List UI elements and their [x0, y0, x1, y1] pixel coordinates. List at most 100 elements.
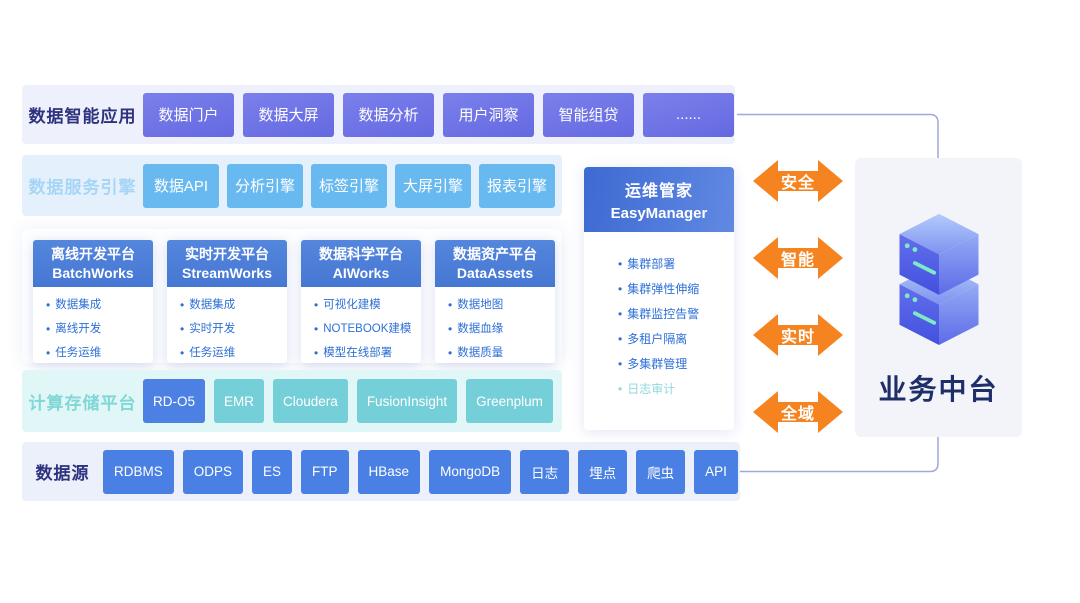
platform-bullet: •离线开发 — [46, 317, 153, 341]
easymanager-panel: 运维管家 EasyManager •集群部署•集群弹性伸缩•集群监控告警•多租户… — [584, 167, 734, 430]
platform-bullet-label: 离线开发 — [55, 323, 102, 335]
platform-bullet: •数据地图 — [448, 293, 555, 317]
arrow-label: 安全 — [780, 175, 815, 192]
service-block: 标签引擎 — [311, 163, 387, 208]
easymanager-item-label: 集群部署 — [627, 257, 676, 271]
bullet-dot: • — [618, 332, 623, 346]
easymanager-item: • 集群部署 — [618, 252, 734, 277]
platform-bullet-label: 数据集成 — [55, 299, 102, 311]
compute-block: RD-O5 — [143, 379, 206, 423]
capability-arrow: 实时 — [752, 312, 844, 358]
source-block: ODPS — [182, 449, 244, 494]
apps-block-list: 数据门户数据大屏数据分析用户洞察智能组贷...... — [143, 92, 734, 137]
easymanager-item: • 日志审计 — [618, 377, 734, 402]
platform-bullet-list: •可视化建模•NOTEBOOK建模•模型在线部署 — [301, 287, 421, 363]
platform-title-en: DataAssets — [456, 264, 534, 281]
row-data-intelligence-apps: 数据智能应用 数据门户数据大屏数据分析用户洞察智能组贷...... — [22, 85, 735, 144]
bullet-dot: • — [180, 322, 185, 336]
source-block: 爬虫 — [636, 449, 686, 494]
platform-bullet: • 任务运维 — [46, 341, 153, 363]
easymanager-title-en: EasyManager — [610, 205, 708, 222]
platform-bullet-list: •数据集成•实时开发•任务运维 — [167, 287, 287, 363]
double-arrow-icon — [753, 314, 843, 356]
double-arrow-icon — [753, 391, 843, 433]
source-block: ES — [252, 449, 293, 494]
platform-title-en: StreamWorks — [181, 264, 272, 281]
easymanager-item: •集群监控告警 — [618, 302, 734, 327]
row-label-compute: 计算存储平台 — [28, 393, 137, 413]
platform-bullet-label: 任务运维 — [55, 347, 102, 359]
platform-bullet: • NOTEBOOK建模 — [314, 317, 421, 341]
compute-block: Greenplum — [466, 379, 553, 423]
platform-bullet: • 任务运维 — [180, 341, 287, 363]
app-block: 智能组贷 — [543, 92, 634, 137]
business-platform-label: 业务中台 — [878, 374, 999, 405]
source-block: MongoDB — [429, 449, 512, 494]
platform-title-cn: 实时开发平台 — [185, 246, 269, 263]
service-block: 分析引擎 — [227, 163, 303, 208]
bullet-dot: • — [46, 298, 51, 312]
bullet-dot: • — [618, 257, 623, 271]
easymanager-title-cn: 运维管家 — [624, 183, 693, 200]
easymanager-item: • 多集群管理 — [618, 352, 734, 377]
easymanager-item-label: 日志审计 — [627, 382, 676, 396]
bullet-dot: • — [180, 346, 185, 360]
service-block: 数据API — [143, 163, 219, 208]
platform-bullet-label: 数据质量 — [457, 347, 504, 359]
compute-block: Cloudera — [273, 379, 348, 423]
bullet-dot: • — [618, 357, 623, 371]
platform-bullet-label: NOTEBOOK建模 — [323, 323, 412, 335]
easymanager-item: • 集群弹性伸缩 — [618, 277, 734, 302]
bullet-dot: • — [314, 322, 319, 336]
platform-bullet: • 数据集成 — [46, 293, 153, 317]
capability-arrow: 智能 — [752, 235, 844, 281]
platform-bullet: •数据集成 — [180, 293, 287, 317]
capability-arrow: 全域 — [752, 389, 844, 435]
platform-bullet-list: •数据地图•数据血缘•数据质量 — [435, 287, 555, 363]
service-block: 大屏引擎 — [395, 163, 471, 208]
easymanager-item-label: 集群监控告警 — [627, 307, 700, 321]
platform-bullet-label: 模型在线部署 — [323, 347, 393, 359]
platform-bullet: •可视化建模 — [314, 293, 421, 317]
bullet-dot: • — [448, 322, 453, 336]
service-block: 报表引擎 — [479, 163, 555, 208]
bullet-dot: • — [46, 346, 51, 360]
arrow-label: 实时 — [780, 329, 815, 346]
bullet-dot: • — [314, 298, 319, 312]
easymanager-item-label: 多集群管理 — [627, 357, 688, 371]
source-block: 埋点 — [578, 449, 628, 494]
bullet-dot: • — [618, 382, 623, 396]
capability-arrow: 安全 — [752, 158, 844, 204]
source-block: 日志 — [520, 449, 570, 494]
compute-block: FusionInsight — [356, 379, 458, 423]
app-block: ...... — [643, 92, 734, 137]
bullet-dot: • — [448, 346, 453, 360]
connector-bottom-line — [737, 437, 939, 473]
platform-bullet: •数据血缘 — [448, 317, 555, 341]
easymanager-item: •多租户隔离 — [618, 327, 734, 352]
source-block: HBase — [357, 449, 421, 494]
double-arrow-icon — [753, 160, 843, 202]
source-block: FTP — [301, 449, 349, 494]
app-block: 数据门户 — [143, 92, 234, 137]
bullet-dot: • — [618, 282, 623, 296]
easymanager-item-label: 集群弹性伸缩 — [627, 282, 700, 296]
arrow-label: 全域 — [780, 406, 815, 423]
platform-title-en: AIWorks — [332, 264, 390, 281]
row-label-sources: 数据源 — [35, 464, 90, 483]
platform-bullet-label: 任务运维 — [189, 347, 236, 359]
platform-bullet: •实时开发 — [180, 317, 287, 341]
